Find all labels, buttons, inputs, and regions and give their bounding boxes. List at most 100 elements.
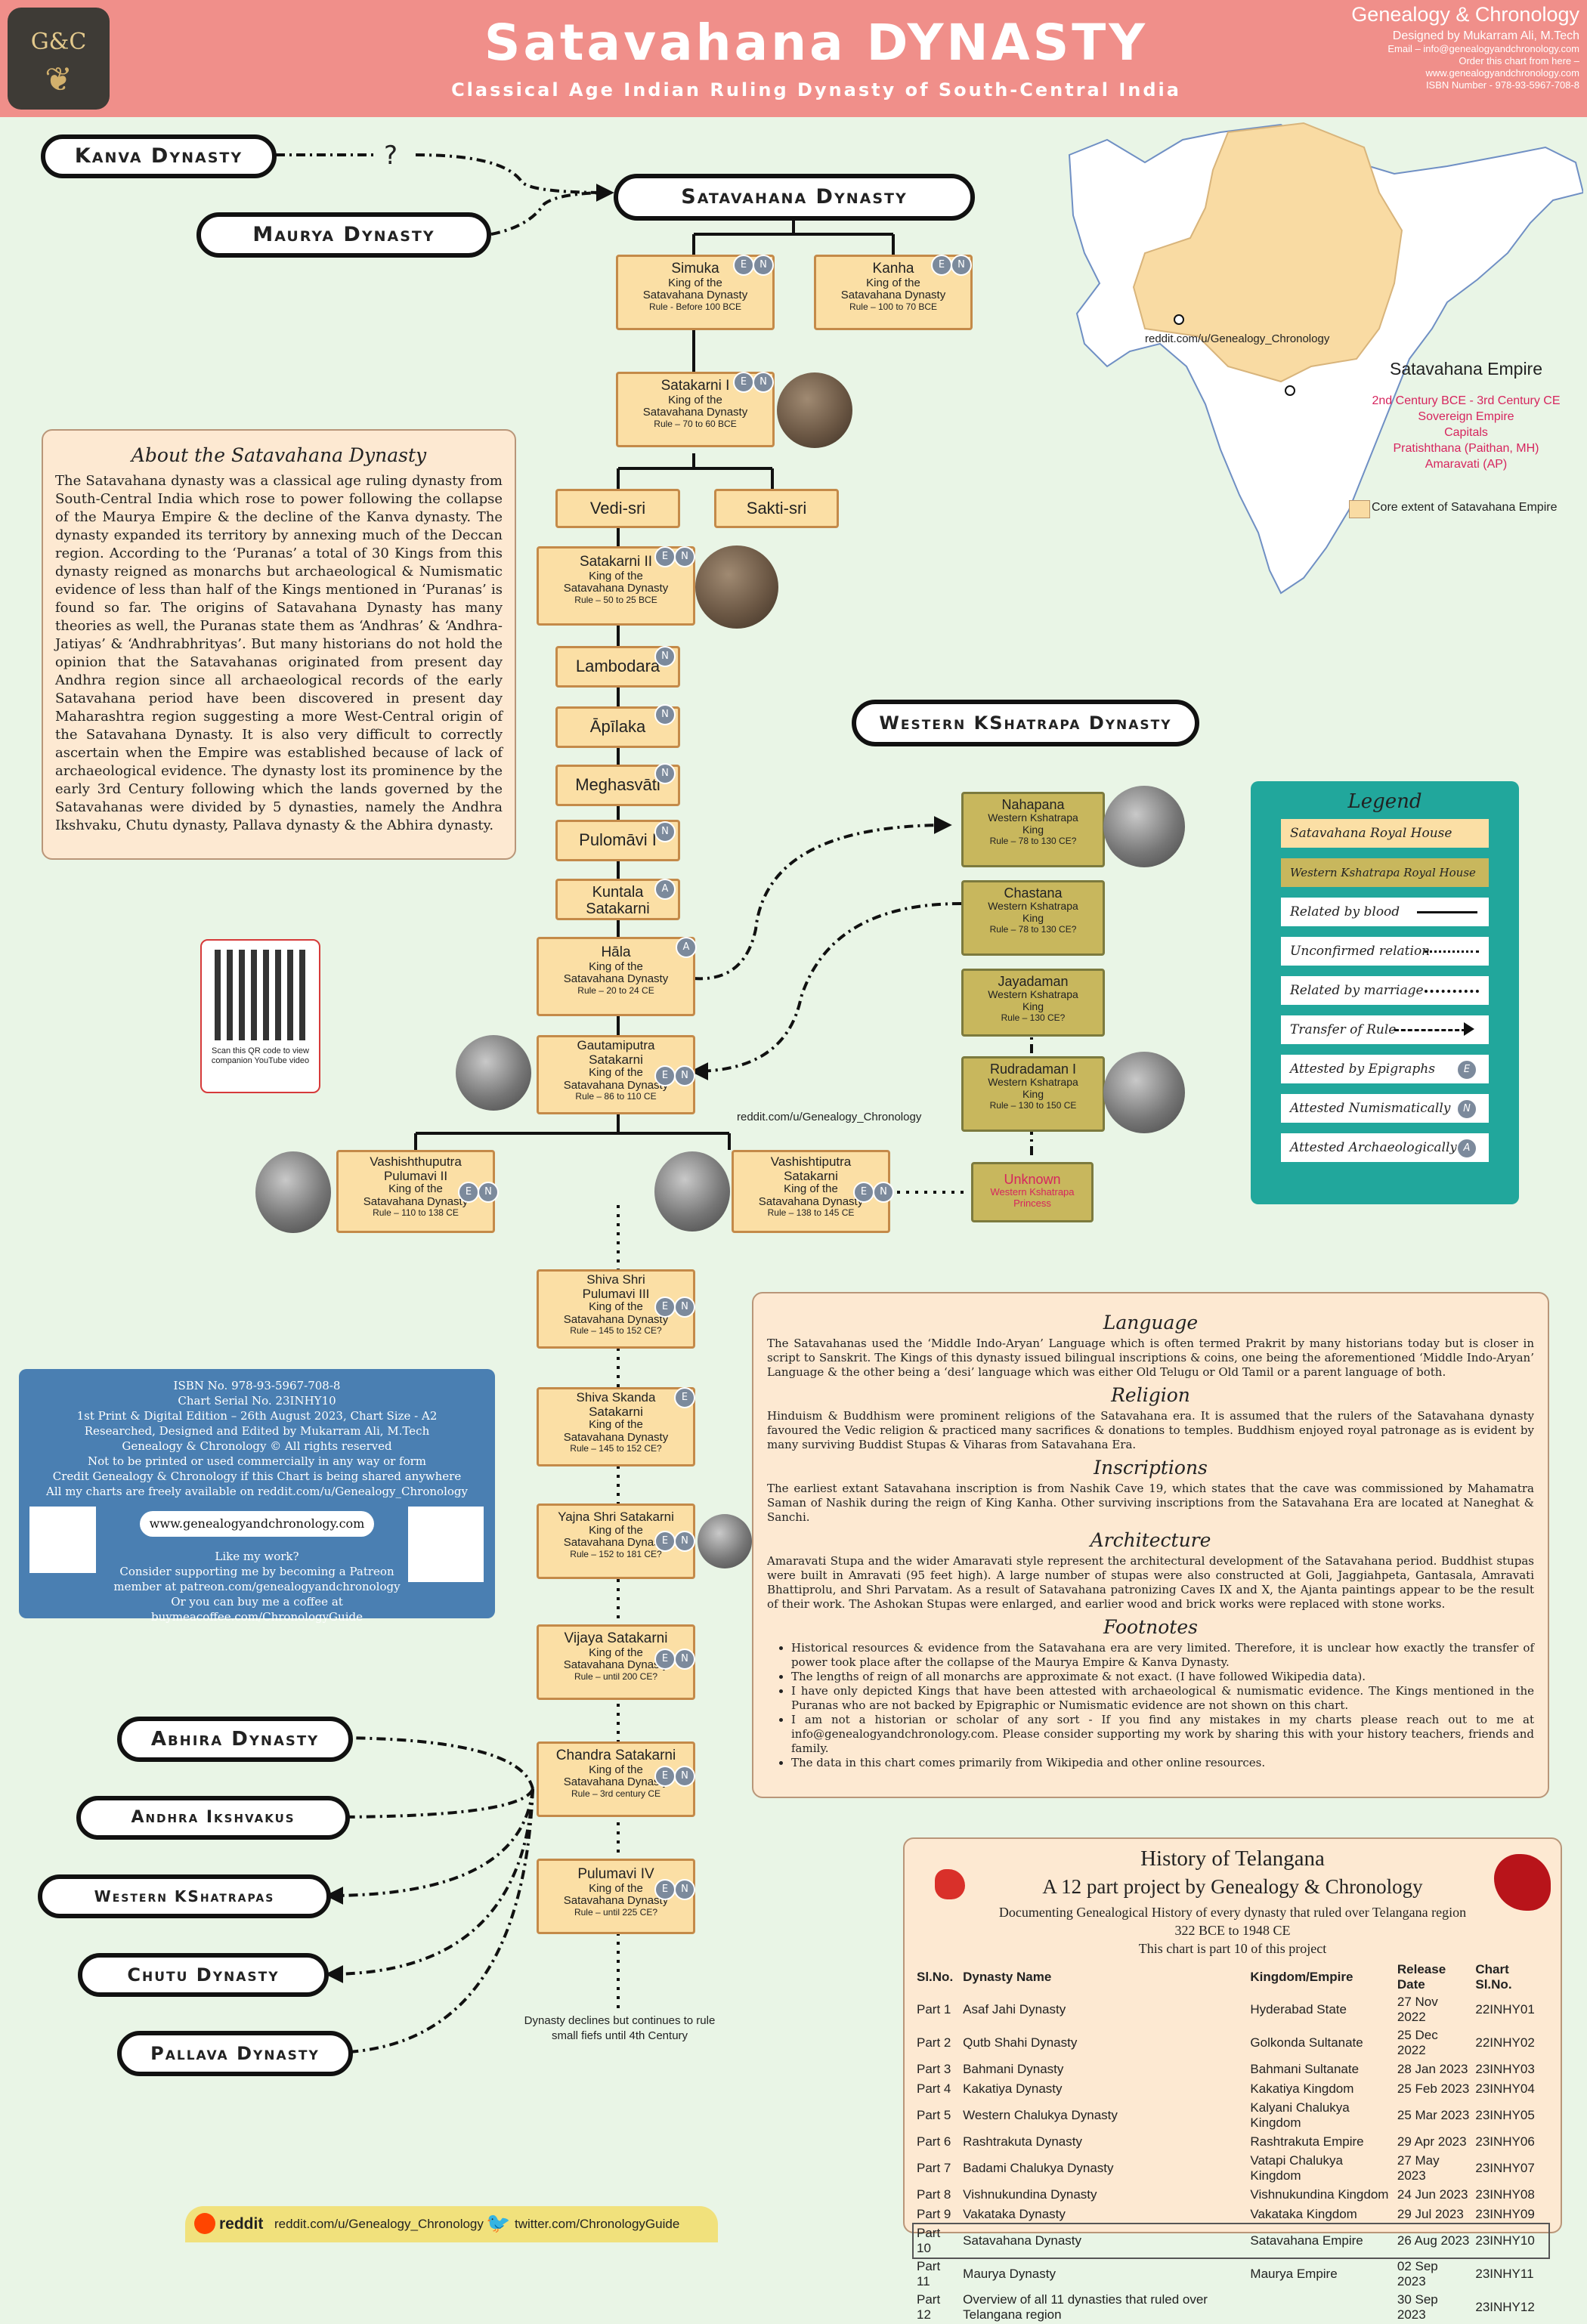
map-capital-paithan: Pratishthana (Paithan, MH) [1393, 442, 1539, 455]
table-cell: 22INHY02 [1475, 2035, 1535, 2050]
king-jayadaman: Jayadaman Western Kshatrapa King Rule – … [961, 969, 1105, 1037]
isbn-line: Genealogy & Chronology © All rights rese… [122, 1439, 392, 1453]
reddit-watermark: reddit.com/u/Genealogy_Chronology [737, 1111, 922, 1123]
footnote-item: Historical resources & evidence from the… [791, 1641, 1534, 1670]
inscriptions-text: The earliest extant Satavahana inscripti… [767, 1482, 1534, 1524]
map-era: 2nd Century BCE - 3rd Century CE [1372, 394, 1561, 407]
king-rule: Rule – 78 to 130 CE? [989, 923, 1077, 935]
king-title: King of the [589, 1418, 643, 1432]
paithan-marker [1174, 314, 1184, 325]
king-name: Pulumavi II [383, 1168, 448, 1183]
telangana-part-note: This chart is part 10 of this project [1138, 1941, 1327, 1956]
table-cell: 23INHY09 [1475, 2207, 1535, 2221]
table-cell: 27 May 2023 [1397, 2153, 1440, 2183]
isbn-text: ISBN Number - 978-93-5967-708-8 [1425, 79, 1579, 91]
patreon-qr-icon [29, 1507, 96, 1573]
legend-numismatic-label: Attested Numismatically [1290, 1101, 1451, 1116]
reddit-link[interactable]: reddit.com/u/Genealogy_Chronology [274, 2217, 484, 2231]
numismatic-badge: N [478, 1182, 499, 1203]
table-cell: Maurya Dynasty [963, 2267, 1056, 2281]
legend-transfer: Transfer of Rule [1281, 1015, 1489, 1044]
king-title: Western Kshatrapa [988, 900, 1078, 913]
king-title: King of the [589, 1646, 643, 1659]
king-dynasty: Satavahana Dynasty [363, 1194, 469, 1208]
epigraph-badge: E [654, 1296, 676, 1318]
king-rule: Rule – 78 to 130 CE? [989, 835, 1077, 846]
king-dynasty: Satavahana Dynasty [642, 289, 748, 302]
table-cell: Part 11 [917, 2259, 941, 2288]
architecture-title: Architecture [1090, 1529, 1211, 1551]
table-header: Kingdom/Empire [1250, 1970, 1353, 1984]
king-kanha: Kanha King of the Satavahana Dynasty Rul… [814, 255, 973, 330]
epigraph-badge: E [853, 1182, 874, 1203]
king-name: Pulumavi IV [577, 1866, 654, 1882]
table-cell: 26 Aug 2023 [1397, 2233, 1470, 2248]
table-cell: 23INHY11 [1475, 2267, 1534, 2281]
about-text: The Satavahana dynasty was a classical a… [55, 473, 503, 833]
arrowhead-icon [1464, 1022, 1474, 1036]
website-link[interactable]: www.genealogyandchronology.com [140, 1511, 374, 1537]
abhira-dynasty-pill: Abhira Dynasty [117, 1717, 353, 1762]
table-header: Chart Sl.No. [1475, 1962, 1512, 1992]
king-rule: Rule – 100 to 70 BCE [849, 301, 938, 312]
table-header: Dynasty Name [963, 1970, 1052, 1984]
epigraph-badge: E [654, 546, 676, 567]
king-rule: Rule – until 225 CE? [574, 1906, 658, 1918]
chutu-dynasty-pill: Chutu Dynasty [78, 1953, 329, 1997]
twitter-icon: 🐦 [486, 2212, 511, 2235]
table-cell: 29 Jul 2023 [1397, 2207, 1464, 2221]
core-extent-label: Core extent of Satavahana Empire [1372, 501, 1558, 514]
table-cell: Part 5 [917, 2108, 951, 2122]
epigraph-badge: E [654, 1766, 676, 1787]
king-role: King [1022, 1000, 1044, 1012]
archaeological-badge: A [1456, 1138, 1477, 1159]
isbn-line: Credit Genealogy & Chronology if this Ch… [52, 1469, 462, 1483]
table-cell: Rashtrakuta Dynasty [963, 2134, 1082, 2149]
king-title: Western Kshatrapa [988, 811, 1078, 824]
king-nahapana: Nahapana Western Kshatrapa King Rule – 7… [961, 792, 1105, 867]
dotted-bold-line-icon [1425, 990, 1479, 993]
king-name: Kuntala [592, 884, 644, 901]
table-cell: Badami Chalukya Dynasty [963, 2161, 1114, 2175]
table-cell: Bahmani Sultanate [1250, 2062, 1360, 2076]
table-cell: Satavahana Dynasty [963, 2233, 1082, 2248]
map-capitals-label: Capitals [1444, 426, 1488, 439]
isbn-line: All my charts are freely available on re… [46, 1485, 468, 1498]
rudradaman-coin-image [1103, 1052, 1185, 1133]
leaf-icon: ❦ [45, 60, 73, 99]
king-rule: Rule – until 200 CE? [574, 1670, 658, 1682]
twitter-link[interactable]: twitter.com/ChronologyGuide [515, 2217, 680, 2231]
info-panel: Language The Satavahanas used the ‘Middl… [752, 1292, 1549, 1798]
footer-bar: reddit reddit.com/u/Genealogy_Chronology… [185, 2206, 718, 2242]
table-cell: Hyderabad State [1250, 2002, 1347, 2017]
king-name: Satakarni [784, 1168, 838, 1183]
footnote-item: I have only depicted Kings that have bee… [791, 1684, 1534, 1713]
dotted-line-icon [1425, 950, 1479, 953]
table-cell: 25 Mar 2023 [1397, 2108, 1470, 2122]
telangana-desc-line: Documenting Genealogical History of ever… [998, 1905, 1467, 1920]
kanva-dynasty-pill: Kanva Dynasty [41, 134, 277, 178]
king-name: Shiva Shri [586, 1272, 645, 1287]
table-cell: 29 Apr 2023 [1397, 2134, 1467, 2149]
king-dynasty: Satavahana Dynasty [563, 1078, 669, 1092]
king-rule: Rule – 50 to 25 BCE [574, 594, 657, 605]
epigraph-badge: E [931, 255, 952, 276]
table-cell: Part 8 [917, 2187, 951, 2202]
table-cell: Rashtrakuta Empire [1250, 2134, 1364, 2149]
king-name: Satakarni [589, 1404, 643, 1419]
king-name: Chandra Satakarni [555, 1748, 676, 1763]
legend-blood: Related by blood [1281, 898, 1489, 926]
decline-note: Dynasty declines but continues to rule s… [524, 2014, 716, 2042]
legend-transfer-label: Transfer of Rule [1290, 1022, 1397, 1037]
table-header: Sl.No. [917, 1970, 954, 1984]
telangana-project: A 12 part project by Genealogy & Chronol… [1042, 1875, 1423, 1898]
table-cell: 23INHY10 [1475, 2233, 1535, 2248]
epigraph-badge: E [733, 255, 754, 276]
king-name: Rudradaman I [989, 1062, 1077, 1077]
religion-text: Hinduism & Buddhism were prominent relig… [767, 1409, 1534, 1451]
legend-unconfirmed-label: Unconfirmed relation [1290, 944, 1431, 959]
table-cell: Kalyani Chalukya Kingdom [1250, 2100, 1350, 2130]
